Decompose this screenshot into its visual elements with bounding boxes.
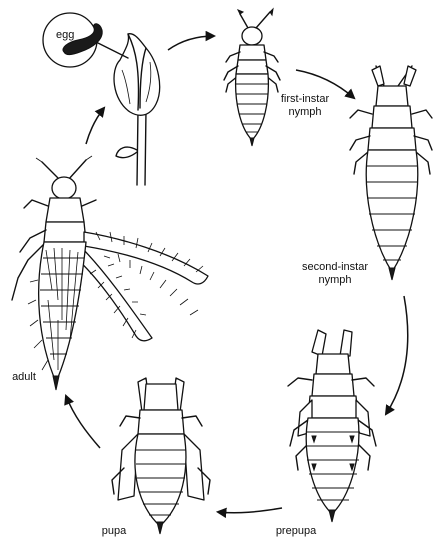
arrow-egg-to-first-instar (168, 36, 214, 50)
egg-label: egg (56, 29, 74, 41)
adult-drawing (12, 156, 208, 390)
first-instar-nymph-drawing (224, 9, 280, 146)
pupa-label: pupa (102, 525, 127, 537)
arrow-adult-to-egg (86, 108, 104, 144)
arrow-second-instar-to-prepupa (386, 296, 408, 414)
adult-label: adult (12, 371, 36, 383)
second-instar-label-line1: second-instar (302, 261, 368, 273)
prepupa-drawing (288, 330, 376, 522)
prepupa-label: prepupa (276, 525, 317, 537)
second-instar-label-line2: nymph (318, 274, 351, 286)
first-instar-label-line1: first-instar (281, 93, 330, 105)
first-instar-label-line2: nymph (288, 106, 321, 118)
second-instar-nymph-drawing (350, 66, 432, 280)
arrow-pupa-to-adult (66, 396, 100, 448)
arrow-prepupa-to-pupa (218, 508, 282, 513)
plant-bud-drawing (84, 34, 160, 185)
pupa-drawing (112, 378, 210, 534)
